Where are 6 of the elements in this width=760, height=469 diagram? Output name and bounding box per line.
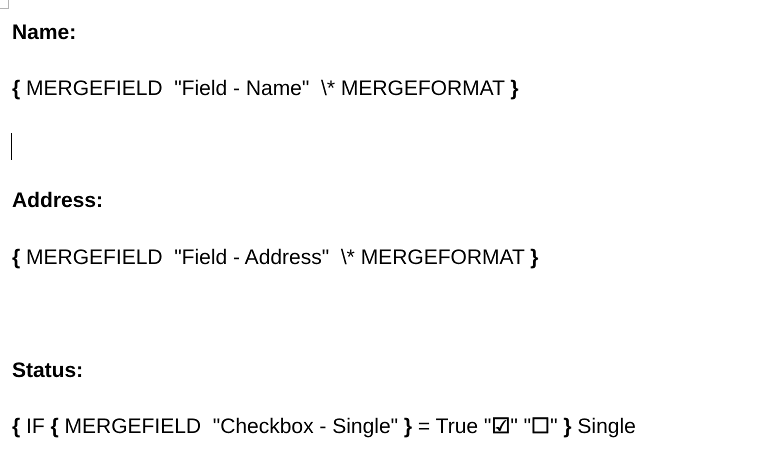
field-code-text: { MERGEFIELD "Field - Name" \* MERGEFORMAT } <box>12 76 519 102</box>
field-code-text: { MERGEFIELD "Field - Address" \* MERGEFORMAT } <box>12 245 538 271</box>
field-code-text: { IF { MERGEFIELD "Checkbox - Single" } = True "☑" "☐" } Single <box>12 414 636 440</box>
field-heading: Address: <box>12 188 104 214</box>
field-heading: Status: <box>12 358 84 384</box>
field-heading: Name: <box>12 20 76 46</box>
